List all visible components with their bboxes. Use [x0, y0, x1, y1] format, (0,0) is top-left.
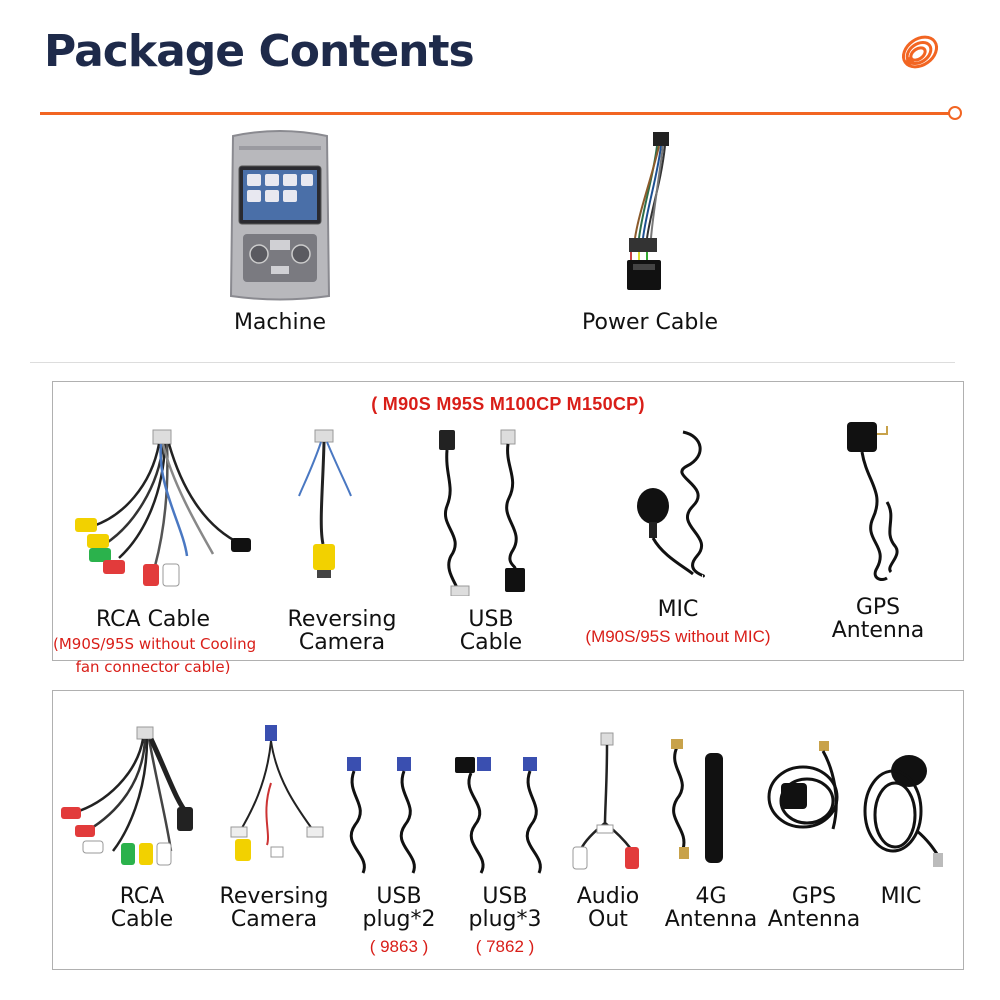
reversing-camera-image-wrap	[285, 426, 395, 601]
item-mic: MIC (M90S/95S without MIC)	[553, 598, 803, 647]
rca-cable-b-image	[61, 726, 193, 866]
reversing-camera-b-image-wrap	[221, 723, 331, 878]
item-reversing-camera-b: Reversing Camera	[209, 885, 339, 931]
label-gps-line1: GPS	[855, 595, 901, 620]
4g-antenna-image-wrap	[663, 739, 753, 874]
note-usb-plug-2: ( 9863 )	[369, 937, 429, 957]
usb-plug-2-image-wrap	[341, 755, 451, 880]
title-underline-end-circle	[948, 106, 962, 120]
item-audio-out: Audio Out	[563, 885, 653, 931]
label-gps-line2: Antenna	[831, 618, 925, 644]
usb-plug-3-image	[455, 757, 542, 874]
label-rca-b-line1: RCA	[119, 884, 165, 909]
gps-antenna-image-wrap	[837, 422, 927, 597]
item-reversing-camera: Reversing Camera	[279, 608, 405, 654]
label-reversing-line1: Reversing	[287, 607, 397, 632]
note-mic: (M90S/95S without MIC)	[585, 627, 771, 647]
gps-antenna-b-image-wrap	[763, 739, 863, 874]
note-usb-plug-3: ( 7862 )	[475, 937, 535, 957]
accessories-box-general: RCA Cable Reversing Camera	[52, 690, 964, 970]
item-usb-plug-2: USB plug*2 ( 9863 )	[349, 885, 449, 957]
4g-antenna-image	[671, 739, 723, 863]
usb-cable-image-wrap	[435, 426, 545, 601]
gps-antenna-image	[847, 422, 899, 582]
rca-cable-b-image-wrap	[57, 723, 197, 878]
label-gps-b-line1: GPS	[791, 884, 837, 909]
label-reversing-line2: Camera	[298, 630, 386, 656]
label-mic-b: MIC	[880, 884, 922, 909]
mic-image-wrap	[623, 426, 733, 601]
gps-antenna-b-image	[767, 741, 839, 830]
label-audio-out-line2: Out	[588, 907, 628, 933]
label-rca-cable: RCA Cable	[95, 607, 211, 632]
model-note: ( M90S M95S M100CP M150CP)	[371, 394, 645, 414]
label-usb-plug-2-line2: plug*2	[362, 907, 436, 933]
label-audio-out-line1: Audio	[576, 884, 640, 909]
item-4g-antenna: 4G Antenna	[661, 885, 761, 931]
label-usb-plug-3-line2: plug*3	[468, 907, 542, 933]
label-usb-plug-3-line1: USB	[482, 884, 528, 909]
power-cable-image	[627, 132, 669, 290]
reversing-camera-b-image	[230, 725, 324, 861]
label-reversing-b-line2: Camera	[230, 907, 318, 933]
item-gps-antenna: GPS Antenna	[819, 596, 937, 642]
item-power-cable: Power Cable	[560, 128, 740, 334]
mic-b-image-wrap	[859, 741, 949, 876]
item-machine: Machine	[200, 128, 360, 334]
reversing-camera-image	[298, 429, 352, 578]
item-usb-plug-3: USB plug*3 ( 7862 )	[455, 885, 555, 957]
label-4g-line1: 4G	[695, 884, 727, 909]
audio-out-image-wrap	[569, 731, 649, 876]
usb-cable-image	[439, 429, 525, 597]
section-separator	[30, 362, 955, 363]
mic-image	[637, 430, 705, 578]
note-rca-line1: (M90S/95S without Cooling	[53, 635, 257, 654]
label-rca-b-line2: Cable	[110, 907, 174, 933]
audio-out-image	[572, 732, 639, 870]
label-4g-line2: Antenna	[664, 907, 758, 933]
item-rca-cable-b: RCA Cable	[87, 885, 197, 931]
label-gps-b-line2: Antenna	[767, 907, 861, 933]
label-machine: Machine	[233, 310, 327, 335]
item-usb-cable: USB Cable	[437, 608, 545, 654]
label-usb-plug-2-line1: USB	[376, 884, 422, 909]
page-title: Package Contents	[44, 26, 475, 77]
usb-plug-3-image-wrap	[451, 755, 561, 880]
label-power-cable: Power Cable	[582, 310, 718, 335]
rca-cable-image-wrap	[63, 426, 253, 601]
label-mic: MIC	[657, 597, 699, 622]
item-gps-antenna-b: GPS Antenna	[761, 885, 867, 931]
item-mic-b: MIC	[869, 885, 933, 908]
accessories-box-models: ( M90S M95S M100CP M150CP)	[52, 381, 964, 676]
label-reversing-b-line1: Reversing	[219, 884, 329, 909]
usb-plug-2-image	[347, 757, 416, 874]
item-rca-cable: RCA Cable (M90S/95S without Cooling fan …	[53, 607, 257, 678]
rca-cable-image	[75, 429, 251, 587]
head-unit-image	[229, 130, 331, 301]
label-usb-line2: Cable	[459, 630, 523, 656]
mic-b-image	[863, 755, 943, 867]
orange-spiral-logo-icon	[901, 35, 939, 69]
label-usb-line1: USB	[468, 607, 514, 632]
note-rca-line2: fan connector cable)	[75, 657, 231, 676]
title-underline	[40, 112, 950, 115]
